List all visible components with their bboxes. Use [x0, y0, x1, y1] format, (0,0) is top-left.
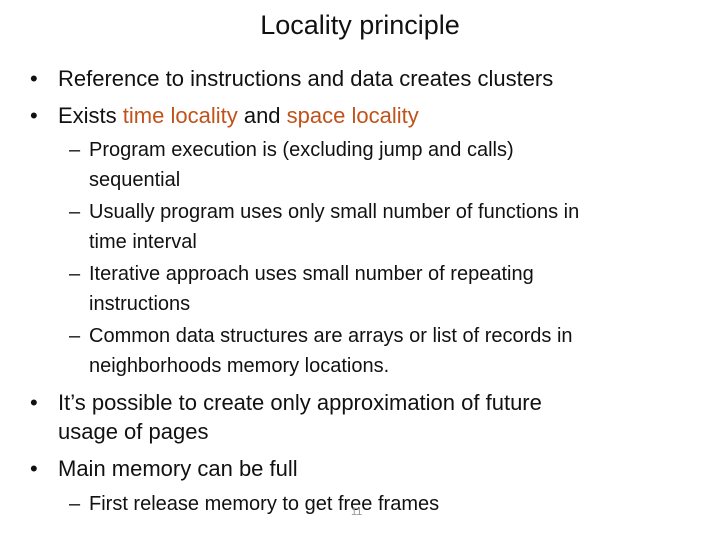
page-number: 11	[351, 506, 363, 518]
subbullet-functions: – Usually program uses only small number…	[69, 198, 579, 257]
subbullet-line: sequential	[89, 168, 181, 191]
subbullet-line: Program execution is (excluding jump and…	[89, 139, 514, 161]
bullet-text: Exists time locality and space locality	[30, 101, 419, 130]
bullet-locality: • Exists time locality and space localit…	[30, 101, 419, 130]
subbullet-line: First release memory to get free frames	[89, 493, 440, 515]
subbullet-line: instructions	[89, 292, 191, 315]
dash-icon: –	[69, 263, 81, 285]
bullet-text-line: It’s possible to create only approximati…	[58, 390, 542, 415]
bullet-text-line: usage of pages	[58, 419, 209, 444]
bullet-icon: •	[30, 103, 38, 128]
bullet-approximation: • It’s possible to create only approxima…	[30, 388, 542, 446]
text-segment: Exists	[58, 103, 123, 128]
subbullet-line: Usually program uses only small number o…	[89, 201, 580, 223]
bullet-icon: •	[30, 456, 38, 481]
subbullet-release-memory: – First release memory to get free frame…	[69, 490, 439, 520]
subbullet-sequential: – Program execution is (excluding jump a…	[69, 136, 514, 195]
bullet-icon: •	[30, 66, 38, 91]
bullet-clusters: • Reference to instructions and data cre…	[30, 64, 553, 93]
dash-icon: –	[69, 325, 81, 347]
dash-icon: –	[69, 493, 81, 515]
time-locality-highlight: time locality	[122, 103, 238, 128]
bullet-icon: •	[30, 390, 38, 415]
subbullet-line: time interval	[89, 230, 197, 253]
bullet-text: Reference to instructions and data creat…	[58, 66, 554, 91]
slide-title: Locality principle	[260, 10, 460, 40]
bullet-text: Main memory can be full	[58, 456, 298, 481]
subbullet-line: Common data structures are arrays or lis…	[89, 325, 573, 347]
bullet-memory-full: • Main memory can be full	[30, 454, 298, 483]
subbullet-iterative: – Iterative approach uses small number o…	[69, 260, 534, 319]
subbullet-line: neighborhoods memory locations.	[89, 354, 390, 377]
subbullet-line: Iterative approach uses small number of …	[89, 263, 534, 285]
dash-icon: –	[69, 139, 81, 161]
subbullet-data-structures: – Common data structures are arrays or l…	[69, 322, 573, 381]
text-segment: and	[237, 103, 287, 128]
dash-icon: –	[69, 201, 81, 223]
space-locality-highlight: space locality	[286, 103, 419, 128]
